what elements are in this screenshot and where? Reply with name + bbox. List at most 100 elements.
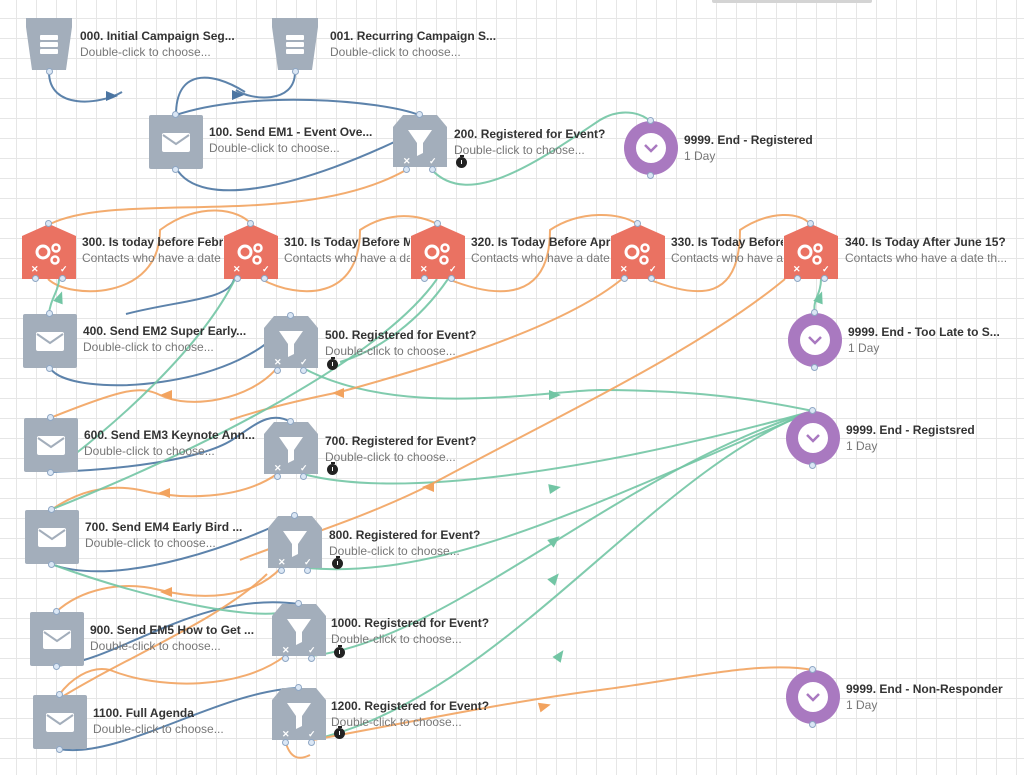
envelope-icon bbox=[30, 612, 84, 666]
yes-output-port[interactable] bbox=[300, 367, 307, 374]
yes-output-port[interactable] bbox=[308, 739, 315, 746]
clock-icon bbox=[786, 411, 840, 465]
no-output-port[interactable] bbox=[282, 655, 289, 662]
input-port[interactable] bbox=[247, 220, 254, 227]
no-output-port[interactable] bbox=[274, 473, 281, 480]
node-310-decision[interactable]: ✕ ✓ bbox=[224, 220, 278, 282]
connection-line-4[interactable] bbox=[175, 98, 420, 116]
output-port[interactable] bbox=[46, 68, 53, 75]
output-port[interactable] bbox=[809, 721, 816, 728]
output-port[interactable] bbox=[47, 469, 54, 476]
input-port[interactable] bbox=[45, 220, 52, 227]
connection-line-20[interactable] bbox=[50, 473, 278, 511]
yes-output-port[interactable] bbox=[300, 473, 307, 480]
input-port[interactable] bbox=[53, 608, 60, 615]
node-900-email[interactable] bbox=[30, 608, 84, 670]
node-9999-end-non-responder[interactable] bbox=[786, 666, 840, 728]
output-port[interactable] bbox=[48, 561, 55, 568]
node-9999-end-registered[interactable] bbox=[624, 117, 678, 179]
output-port[interactable] bbox=[647, 172, 654, 179]
output-port[interactable] bbox=[56, 746, 63, 753]
node-000-segment[interactable] bbox=[26, 18, 72, 75]
input-port[interactable] bbox=[46, 310, 53, 317]
no-output-port[interactable] bbox=[421, 275, 428, 282]
input-port[interactable] bbox=[287, 418, 294, 425]
input-port[interactable] bbox=[634, 220, 641, 227]
yes-output-port[interactable] bbox=[261, 275, 268, 282]
yes-output-port[interactable] bbox=[304, 567, 311, 574]
node-700-email[interactable] bbox=[25, 506, 79, 568]
node-300-decision[interactable]: ✕ ✓ bbox=[22, 220, 76, 282]
input-port[interactable] bbox=[56, 691, 63, 698]
output-port[interactable] bbox=[172, 166, 179, 173]
input-port[interactable] bbox=[295, 600, 302, 607]
connection-line-27[interactable] bbox=[49, 278, 438, 511]
node-1000-filter[interactable]: ✕ ✓ bbox=[272, 600, 345, 662]
node-9999-end-registsred[interactable] bbox=[786, 407, 840, 469]
input-port[interactable] bbox=[47, 414, 54, 421]
output-port[interactable] bbox=[46, 365, 53, 372]
no-output-port[interactable] bbox=[32, 275, 39, 282]
connection-line-2[interactable] bbox=[235, 71, 296, 99]
no-output-port[interactable] bbox=[794, 275, 801, 282]
connection-line-25[interactable] bbox=[55, 567, 282, 613]
connection-line-14[interactable] bbox=[813, 278, 822, 314]
node-700-filter[interactable]: ✕ ✓ bbox=[264, 418, 338, 480]
output-port[interactable] bbox=[292, 68, 299, 75]
connection-line-29[interactable] bbox=[58, 655, 286, 696]
input-port[interactable] bbox=[811, 309, 818, 316]
input-port[interactable] bbox=[434, 220, 441, 227]
node-400-email[interactable] bbox=[23, 310, 77, 372]
node-title: 100. Send EM1 - Event Ove... bbox=[209, 125, 373, 139]
yes-output-port[interactable] bbox=[821, 275, 828, 282]
input-port[interactable] bbox=[291, 512, 298, 519]
node-001-segment[interactable] bbox=[272, 18, 318, 75]
input-port[interactable] bbox=[416, 111, 423, 118]
input-port[interactable] bbox=[807, 220, 814, 227]
node-1200-filter[interactable]: ✕ ✓ bbox=[272, 684, 345, 746]
no-output-port[interactable] bbox=[282, 739, 289, 746]
yes-output-port[interactable] bbox=[308, 655, 315, 662]
connection-line-6[interactable] bbox=[49, 169, 407, 225]
input-port[interactable] bbox=[48, 506, 55, 513]
input-port[interactable] bbox=[287, 312, 294, 319]
no-output-port[interactable] bbox=[234, 275, 241, 282]
output-port[interactable] bbox=[809, 462, 816, 469]
no-branch-icon: ✕ bbox=[282, 645, 290, 655]
node-340-decision[interactable]: ✕ ✓ bbox=[784, 220, 838, 282]
connection-line-1[interactable] bbox=[175, 76, 246, 116]
no-output-port[interactable] bbox=[274, 367, 281, 374]
input-port[interactable] bbox=[172, 111, 179, 118]
node-1100-email[interactable] bbox=[33, 691, 87, 753]
output-port[interactable] bbox=[53, 663, 60, 670]
connection-line-36[interactable] bbox=[50, 563, 286, 615]
connection-line-16[interactable] bbox=[49, 367, 278, 419]
output-port[interactable] bbox=[811, 364, 818, 371]
node-330-decision[interactable]: ✕ ✓ bbox=[611, 220, 665, 282]
connection-line-0[interactable] bbox=[48, 71, 123, 103]
connection-line-11[interactable] bbox=[48, 278, 60, 315]
connection-line-12[interactable] bbox=[125, 278, 235, 315]
node-subtitle: 1 Day bbox=[846, 439, 878, 453]
node-600-email[interactable] bbox=[24, 414, 78, 476]
input-port[interactable] bbox=[809, 407, 816, 414]
yes-output-port[interactable] bbox=[59, 275, 66, 282]
node-500-filter[interactable]: ✕ ✓ bbox=[264, 312, 338, 374]
no-output-port[interactable] bbox=[403, 166, 410, 173]
toolbar-edge bbox=[712, 0, 872, 3]
no-output-port[interactable] bbox=[278, 567, 285, 574]
node-200-filter[interactable]: ✕ ✓ bbox=[393, 111, 467, 173]
node-800-filter[interactable]: ✕ ✓ bbox=[268, 512, 343, 574]
node-100-email[interactable] bbox=[149, 111, 203, 173]
yes-output-port[interactable] bbox=[448, 275, 455, 282]
yes-output-port[interactable] bbox=[429, 166, 436, 173]
no-output-port[interactable] bbox=[621, 275, 628, 282]
input-port[interactable] bbox=[647, 117, 654, 124]
node-9999-end-too-late[interactable] bbox=[788, 309, 842, 371]
node-320-decision[interactable]: ✕ ✓ bbox=[411, 220, 465, 282]
yes-output-port[interactable] bbox=[648, 275, 655, 282]
input-port[interactable] bbox=[295, 684, 302, 691]
connection-line-17[interactable] bbox=[302, 367, 814, 412]
input-port[interactable] bbox=[809, 666, 816, 673]
